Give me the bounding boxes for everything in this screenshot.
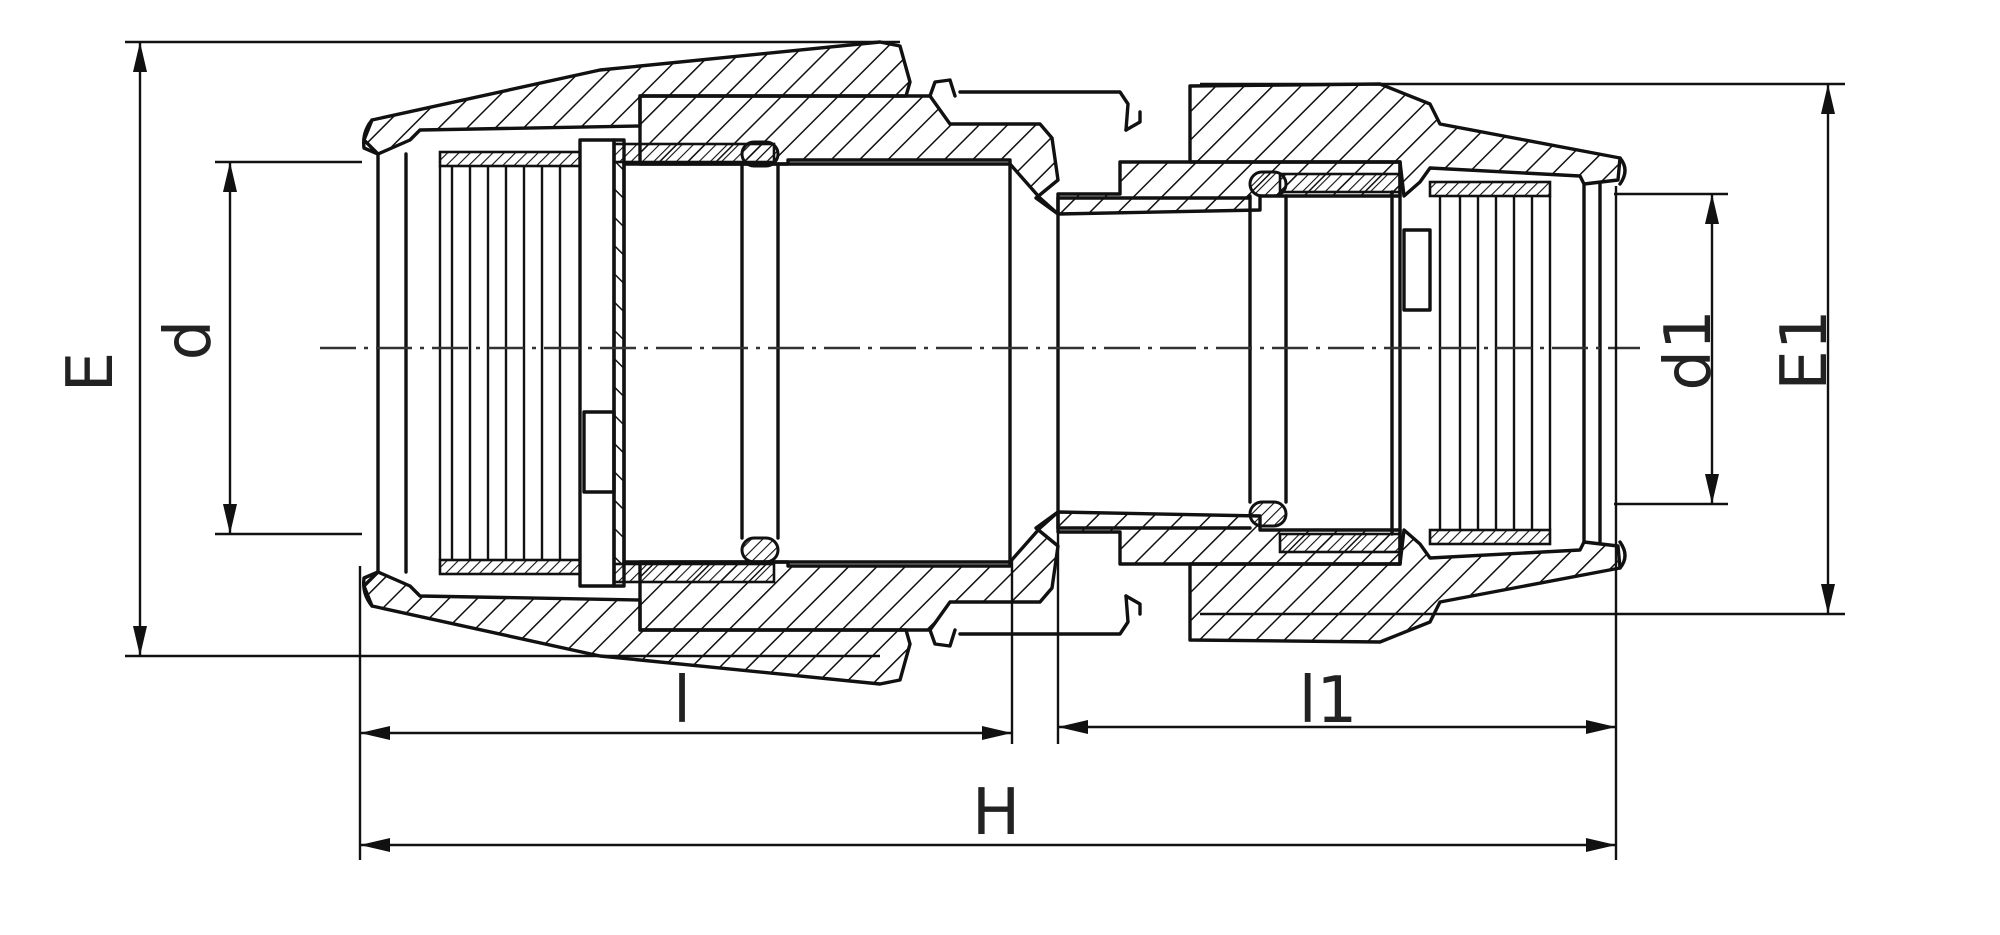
dimension-label-l1: l1 bbox=[1299, 664, 1358, 738]
dimension-label-d: d bbox=[152, 320, 226, 361]
fitting-body bbox=[638, 78, 1402, 648]
dimension-label-H: H bbox=[972, 776, 1020, 850]
bore-outlines bbox=[622, 162, 1252, 564]
dimension-label-d1: d1 bbox=[1652, 309, 1726, 390]
dimension-d1: d1 bbox=[1614, 192, 1728, 506]
right-grip-ring bbox=[1402, 180, 1552, 546]
dimension-E1: E1 bbox=[1200, 82, 1845, 616]
dimension-H: H bbox=[360, 776, 1616, 852]
dimension-label-l: l bbox=[673, 664, 691, 738]
left-grip-ring bbox=[438, 150, 582, 576]
dimension-label-E1: E1 bbox=[1768, 309, 1842, 390]
left-o-ring bbox=[740, 140, 780, 564]
dimension-E: E bbox=[54, 40, 900, 658]
dimension-label-E: E bbox=[54, 352, 128, 392]
right-sleeve bbox=[1278, 160, 1402, 566]
left-sleeve bbox=[578, 138, 776, 588]
dimension-l1: l1 bbox=[1056, 186, 1618, 860]
dimension-d: d bbox=[152, 160, 362, 536]
dimension-l: l bbox=[358, 560, 1014, 860]
